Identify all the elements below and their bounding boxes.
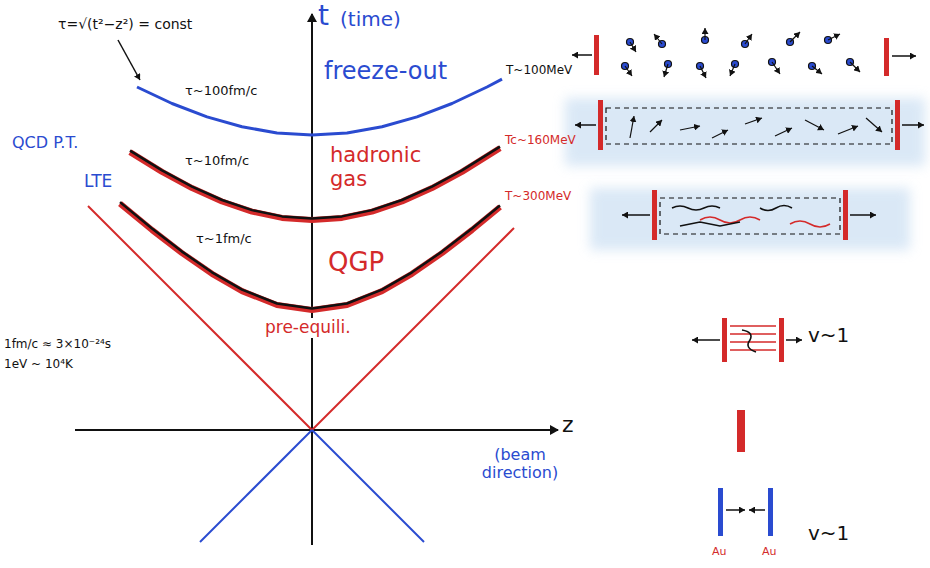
axis-name: z <box>562 412 574 437</box>
proper-time-value: τ~10fm/c <box>185 154 249 169</box>
temperature-value: Tc~160MeV <box>505 134 576 148</box>
velocity-note: v~1 <box>808 324 849 347</box>
transition-name: QCD P.T. <box>12 134 78 152</box>
stage-name: hadronic gas <box>330 143 450 191</box>
stage-name: pre-equili. <box>262 318 354 338</box>
proper-time-value: τ~1fm/c <box>196 232 252 247</box>
stage-name: QGP <box>328 248 384 278</box>
stage-name: freeze-out <box>324 58 447 86</box>
velocity-note: v~1 <box>808 522 849 545</box>
nucleus-name: Au <box>712 546 727 559</box>
unit-note: 1fm/c ≈ 3×10⁻²⁴s <box>4 338 111 352</box>
proper-time-formula: τ=√(t²−z²) = const <box>58 16 192 32</box>
unit-note: 1eV ~ 10⁴K <box>4 358 73 372</box>
temperature-value: T~300MeV <box>505 190 571 204</box>
axis-name: (beam direction) <box>470 446 570 483</box>
axis-name: (time) <box>340 8 401 31</box>
transition-name: LTE <box>84 172 112 192</box>
temperature-value: T~100MeV <box>506 64 572 78</box>
proper-time-value: τ~100fm/c <box>185 84 257 99</box>
nucleus-name: Au <box>762 546 777 559</box>
axis-name: t <box>318 0 329 32</box>
